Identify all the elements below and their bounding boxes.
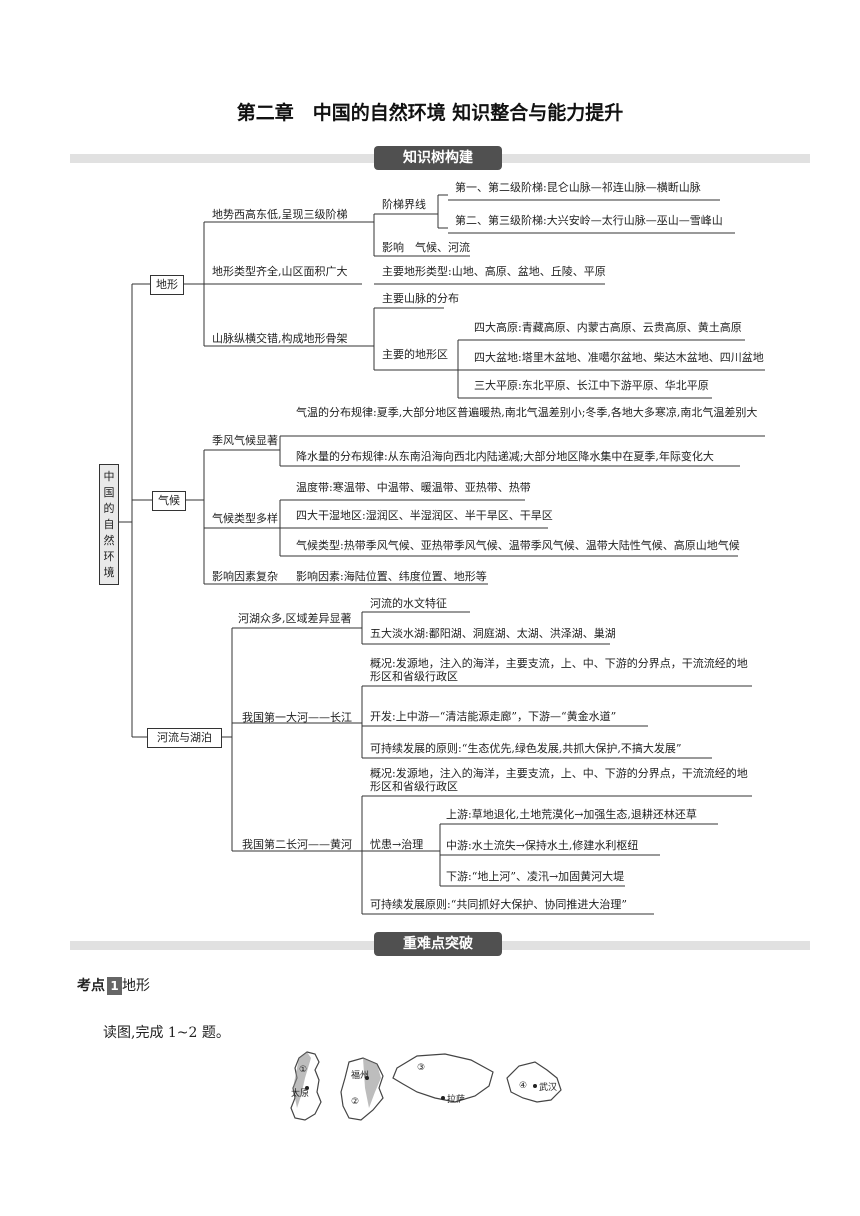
yellow-midstream: 中游:水土流失→保持水土,修建水利枢纽 — [446, 839, 639, 852]
climate-dry-wet-regions: 四大干湿地区:湿润区、半湿润区、半干旱区、干旱区 — [296, 509, 553, 522]
yellow-upstream: 上游:草地退化,土地荒漠化→加强生态,退耕还林还草 — [446, 808, 697, 821]
yellow-downstream: 下游:“地上河”、凌汛→加固黄河大堤 — [446, 870, 625, 883]
terrain-main-types: 主要地形类型:山地、高原、盆地、丘陵、平原 — [382, 265, 606, 278]
terrain-plateaus: 四大高原:青藏高原、内蒙古高原、云贵高原、黄土高原 — [474, 321, 742, 334]
terrain-influence: 影响 气候、河流 — [382, 241, 470, 254]
tree-connectors — [118, 194, 765, 915]
terrain-step-2: 第二、第三级阶梯:大兴安岭—太行山脉—巫山—雪峰山 — [455, 214, 723, 227]
yangtze-development: 开发:上中游—“清洁能源走廊”，下游—“黄金水道” — [370, 710, 617, 723]
section-badge-key-points: 重难点突破 — [374, 932, 502, 956]
climate-monsoon: 季风气候显著 — [212, 434, 278, 447]
climate-temperature-pattern: 气温的分布规律:夏季,大部分地区普遍暖热,南北气温差别小;冬季,各地大多寒凉,南… — [296, 406, 758, 419]
yangtze-overview: 概况:发源地，注入的海洋，主要支流，上、中、下游的分界点，干流流经的地形区和省级… — [370, 657, 748, 683]
map-label-4: ④ — [519, 1081, 527, 1091]
climate-factors-heading: 影响因素复杂 — [212, 570, 278, 583]
map-city-dot-1 — [305, 1086, 309, 1090]
page-title: 第二章 中国的自然环境 知识整合与能力提升 — [236, 102, 624, 124]
rivers-five-lakes: 五大淡水湖:鄱阳湖、洞庭湖、太湖、洪泽湖、巢湖 — [370, 627, 616, 640]
branch-rivers: 河流与湖泊 — [147, 728, 222, 748]
section-badge-knowledge-tree: 知识树构建 — [374, 146, 502, 170]
yellow-trouble-governance: 忧患→治理 — [370, 838, 424, 851]
climate-diverse: 气候类型多样 — [212, 512, 278, 525]
climate-types: 气候类型:热带季风气候、亚热带季风气候、温带季风气候、温带大陆性气候、高原山地气… — [296, 539, 740, 552]
terrain-regions: 主要的地形区 — [382, 348, 448, 361]
terrain-basins: 四大盆地:塔里木盆地、准噶尔盆地、柴达木盆地、四川盆地 — [474, 351, 764, 364]
terrain-step-boundary: 阶梯界线 — [382, 198, 426, 211]
map-label-2: ② — [351, 1097, 359, 1107]
climate-precipitation-pattern: 降水量的分布规律:从东南沿海向西北内陆递减;大部分地区降水集中在夏季,年际变化大 — [296, 450, 714, 463]
map-label-1: ① — [299, 1065, 307, 1075]
terrain-mountain-distribution: 主要山脉的分布 — [382, 292, 459, 305]
map-shading-2 — [363, 1058, 381, 1108]
kaodian-number: 1 — [107, 977, 122, 995]
map-city-3: 拉萨 — [447, 1093, 465, 1105]
map-city-dot-4 — [533, 1084, 537, 1088]
rivers-yellow-heading: 我国第二长河——黄河 — [242, 838, 352, 851]
map-city-dot-3 — [441, 1096, 445, 1100]
kaodian-topic: 地形 — [122, 978, 150, 994]
branch-terrain: 地形 — [150, 275, 184, 295]
rivers-lakes-heading: 河湖众多,区域差异显著 — [238, 612, 352, 625]
question-instruction: 读图,完成 1~2 题。 — [103, 1025, 230, 1041]
yellow-sustainability: 可持续发展原则:“共同抓好大保护、协同推进大治理” — [370, 898, 627, 911]
branch-climate: 气候 — [152, 491, 186, 511]
kaodian-label: 考点 — [77, 978, 105, 994]
province-maps-figure: ① 太原 ② 福州 ③ 拉萨 ④ 武汉 — [290, 1051, 562, 1121]
terrain-step-1: 第一、第二级阶梯:昆仑山脉—祁连山脉—横断山脉 — [455, 181, 701, 194]
map-city-4: 武汉 — [539, 1081, 557, 1093]
rivers-hydrology: 河流的水文特征 — [370, 597, 447, 610]
terrain-plains: 三大平原:东北平原、长江中下游平原、华北平原 — [474, 379, 709, 392]
map-shading-1 — [293, 1052, 311, 1108]
terrain-mountains-heading: 山脉纵横交错,构成地形骨架 — [212, 332, 348, 345]
yangtze-sustainability: 可持续发展的原则:“生态优先,绿色发展,共抓大保护,不搞大发展” — [370, 742, 682, 755]
climate-temperature-zones: 温度带:寒温带、中温带、暖温带、亚热带、热带 — [296, 481, 531, 494]
map-label-3: ③ — [417, 1063, 425, 1073]
terrain-types-heading: 地形类型齐全,山区面积广大 — [212, 265, 348, 278]
root-node: 中国的自然环境 — [99, 464, 119, 585]
map-city-dot-2 — [365, 1076, 369, 1080]
map-shape-4 — [506, 1061, 562, 1103]
map-city-1: 太原 — [291, 1087, 309, 1099]
yellow-overview: 概况:发源地，注入的海洋，主要支流，上、中、下游的分界点，干流流经的地形区和省级… — [370, 767, 748, 793]
climate-factors: 影响因素:海陆位置、纬度位置、地形等 — [296, 570, 487, 583]
map-shape-3 — [392, 1053, 494, 1103]
rivers-yangtze-heading: 我国第一大河——长江 — [242, 711, 352, 724]
terrain-elevation: 地势西高东低,呈现三级阶梯 — [212, 208, 348, 221]
map-city-2: 福州 — [351, 1069, 369, 1081]
